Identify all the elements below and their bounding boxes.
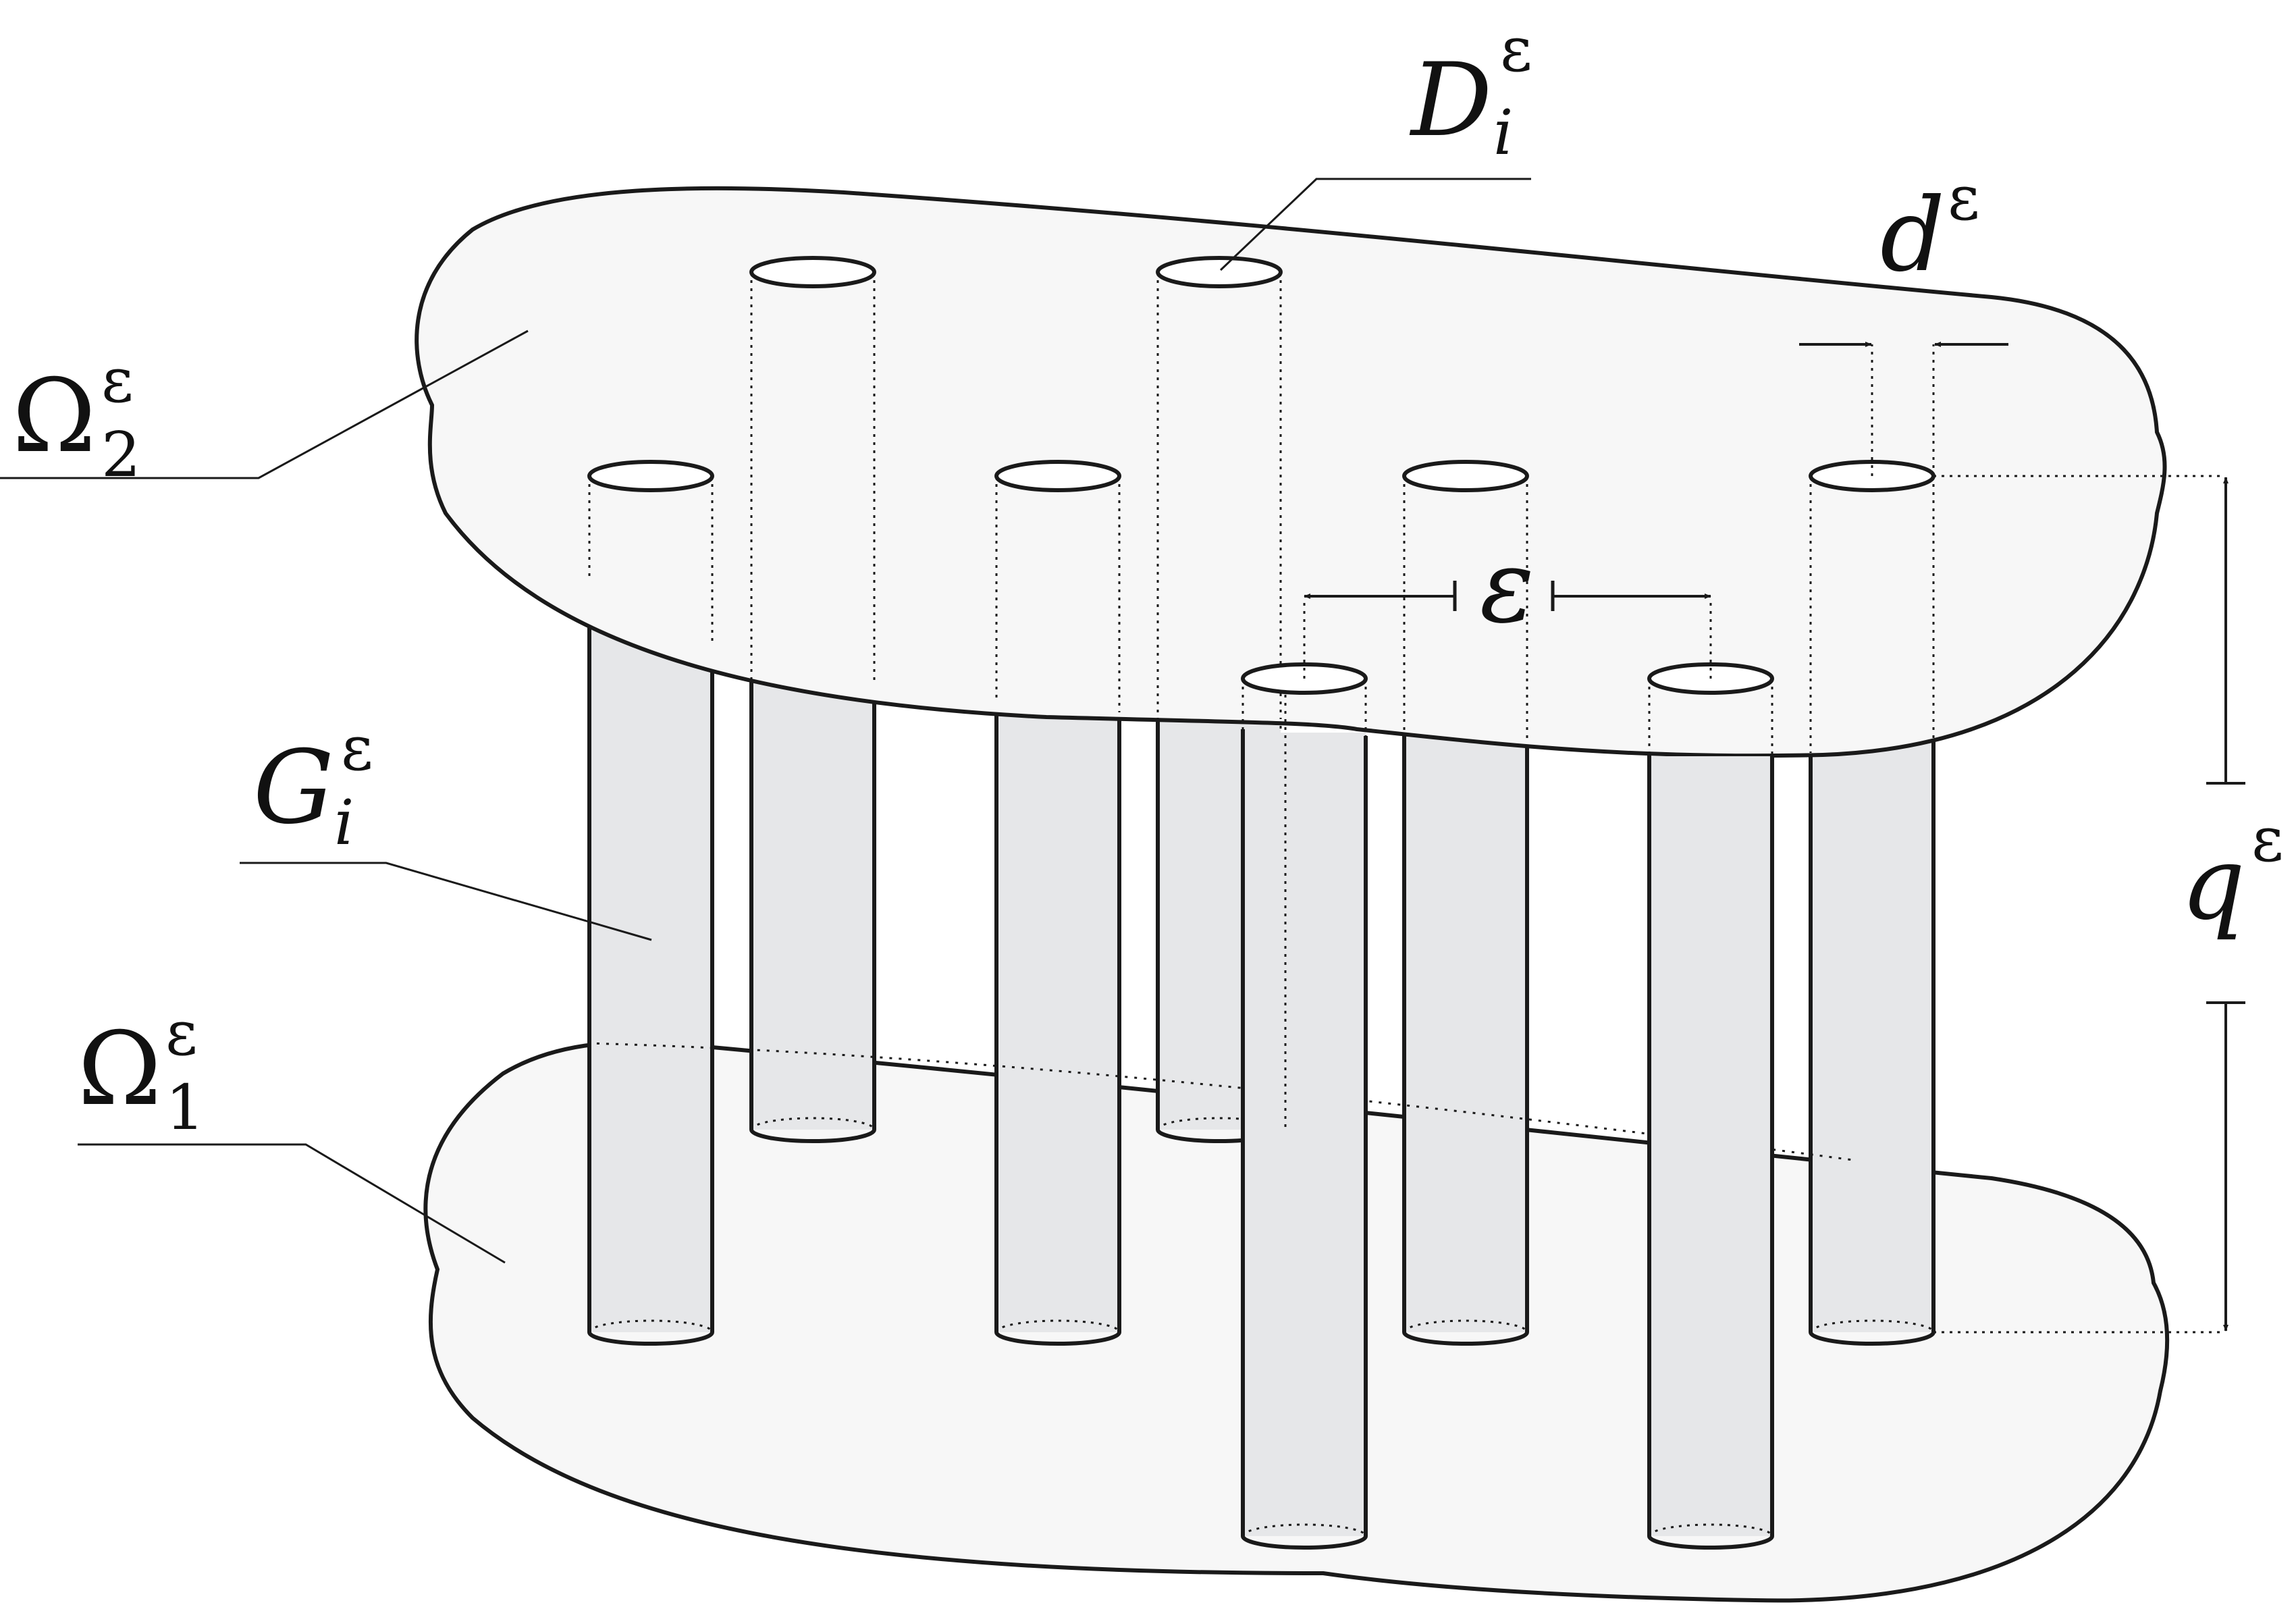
d-base: d [1880,177,1945,294]
omega2-sup: ε [101,344,134,417]
omega1-base: Ω [78,1011,161,1128]
omega1-sub: 1 [165,1072,205,1144]
opening-mid-1 [587,460,714,641]
d-dimension [1799,342,2008,476]
omega2-base: Ω [12,358,96,475]
opening-mid-2 [994,460,1121,712]
q-base: q [2181,825,2245,943]
label-epsilon: ε [1480,528,1534,646]
d-sup: ε [1948,162,1980,234]
label-d: d ε [1880,162,1980,294]
label-omega2: Ω ε 2 [12,344,141,491]
pillar-front-1 [1241,662,1368,1550]
epsilon-dimension [1303,581,1712,679]
opening-mid-3 [1402,460,1529,743]
D-base: D [1409,42,1492,159]
upper-domain-omega2 [415,186,2167,758]
opening-top-back-2 [1156,256,1283,719]
omega2-sub: 2 [101,419,141,491]
leader-omega2 [0,330,529,479]
D-sup: ε [1500,14,1532,86]
G-base: G [253,729,334,847]
leader-omega1 [78,1143,506,1264]
label-q: q ε [2181,804,2284,943]
omega1-sup: ε [165,997,198,1070]
opening-top-back-1 [749,256,876,682]
q-dimension [1933,475,2245,1334]
D-sub: i [1493,97,1513,169]
label-omega1: Ω ε 1 [78,997,205,1144]
G-sub: i [334,787,354,859]
leader-G [240,862,652,941]
leader-D [1219,178,1531,271]
q-sup: ε [2251,804,2284,876]
G-sup: ε [341,712,373,785]
label-G: G ε i [253,712,373,859]
pillar-front-2 [1647,662,1774,1550]
label-D: D ε i [1409,14,1532,169]
